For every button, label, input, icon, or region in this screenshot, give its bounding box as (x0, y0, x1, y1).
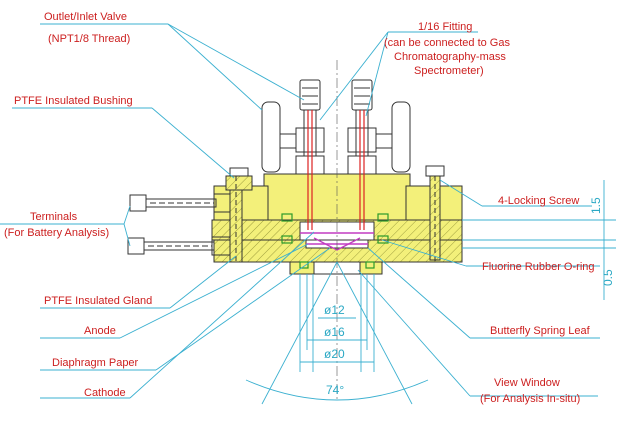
label-outlet-valve: Outlet/Inlet Valve (44, 11, 127, 23)
dimension-lines (245, 180, 616, 405)
label-cathode: Cathode (84, 387, 126, 399)
label-view-window-sub: (For Analysis In-situ) (480, 393, 580, 405)
dim-d16: ø16 (324, 325, 345, 339)
label-fitting: 1/16 Fitting (418, 21, 472, 33)
label-bushing: PTFE Insulated Bushing (14, 95, 133, 107)
label-gland: PTFE Insulated Gland (44, 295, 152, 307)
dim-1-5: 1.5 (589, 197, 603, 214)
label-diaphragm: Diaphragm Paper (52, 357, 139, 369)
label-fitting-line3: Spectrometer) (414, 65, 484, 77)
label-locking-screw: 4-Locking Screw (498, 195, 579, 207)
valve-right (347, 79, 411, 230)
label-terminals: Terminals (30, 211, 78, 223)
label-view-window: View Window (494, 377, 560, 389)
valve-left (261, 79, 325, 230)
terminal-upper (129, 193, 233, 213)
dim-0-5: 0.5 (601, 269, 615, 286)
dim-d20: ø20 (324, 347, 345, 361)
label-outlet-valve-thread: (NPT1/8 Thread) (48, 33, 130, 45)
label-oring: Fluorine Rubber O-ring (482, 261, 595, 273)
dimension-text: ø12 ø16 ø20 74° 1.5 0.5 (324, 197, 615, 397)
dim-angle: 74° (326, 383, 344, 397)
label-terminals-sub: (For Battery Analysis) (4, 227, 109, 239)
locking-screw (425, 165, 445, 262)
label-spring-leaf: Butterfly Spring Leaf (490, 325, 591, 337)
label-fitting-line1: (can be connected to Gas (384, 37, 510, 49)
labels: Outlet/Inlet Valve (NPT1/8 Thread) 1/16 … (4, 11, 595, 405)
label-fitting-line2: Chromatography-mass (394, 51, 506, 63)
leader-lines (0, 23, 600, 399)
label-anode: Anode (84, 325, 116, 337)
dim-d12: ø12 (324, 303, 345, 317)
bushing (225, 167, 253, 263)
